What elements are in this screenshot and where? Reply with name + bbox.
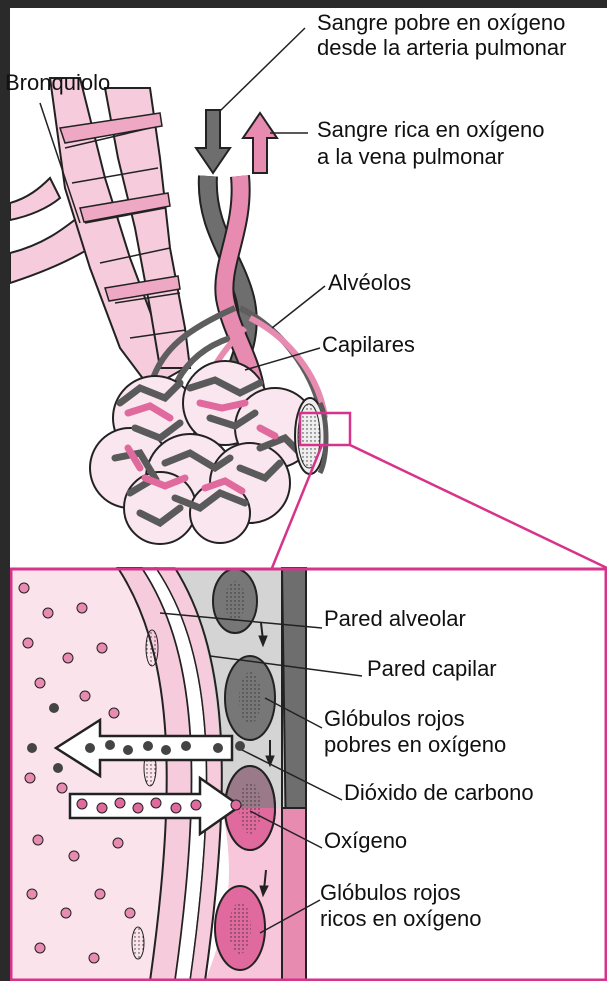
bronchiole: [10, 78, 190, 388]
deoxygenated-flow-arrow: [196, 110, 230, 173]
label-rbc-rich: Glóbulos rojos ricos en oxígeno: [320, 880, 481, 932]
label-bronchiole: Bronquiolo: [5, 70, 110, 96]
label-rbc-poor-line1: Glóbulos rojos: [324, 706, 506, 732]
zoom-connector-right: [350, 445, 607, 568]
label-oxygen: Oxígeno: [324, 828, 407, 854]
label-oxy-blood-line2: a la vena pulmonar: [317, 143, 545, 170]
label-deoxy-blood: Sangre pobre en oxígeno desde la arteria…: [317, 10, 566, 60]
alveolar-sac: [90, 361, 326, 544]
label-deoxy-blood-line1: Sangre pobre en oxígeno: [317, 10, 566, 35]
label-capillaries: Capilares: [322, 332, 415, 358]
label-rbc-poor-line2: pobres en oxígeno: [324, 732, 506, 758]
label-capillary-wall: Pared capilar: [367, 656, 497, 682]
alveoli-leader: [272, 286, 325, 328]
label-oxy-blood: Sangre rica en oxígeno a la vena pulmona…: [317, 116, 545, 170]
label-deoxy-blood-line2: desde la arteria pulmonar: [317, 35, 566, 60]
label-rbc-poor: Glóbulos rojos pobres en oxígeno: [324, 706, 506, 758]
label-rbc-rich-line2: ricos en oxígeno: [320, 906, 481, 932]
label-co2: Dióxido de carbono: [344, 780, 534, 806]
label-alveoli: Alvéolos: [328, 270, 411, 296]
label-oxy-blood-line1: Sangre rica en oxígeno: [317, 116, 545, 143]
diagram-canvas: Bronquiolo Sangre pobre en oxígeno desde…: [10, 8, 607, 981]
label-rbc-rich-line1: Glóbulos rojos: [320, 880, 481, 906]
oxygenated-flow-arrow: [243, 113, 277, 173]
deoxy-leader: [220, 28, 305, 111]
label-alveolar-wall: Pared alveolar: [324, 606, 466, 632]
